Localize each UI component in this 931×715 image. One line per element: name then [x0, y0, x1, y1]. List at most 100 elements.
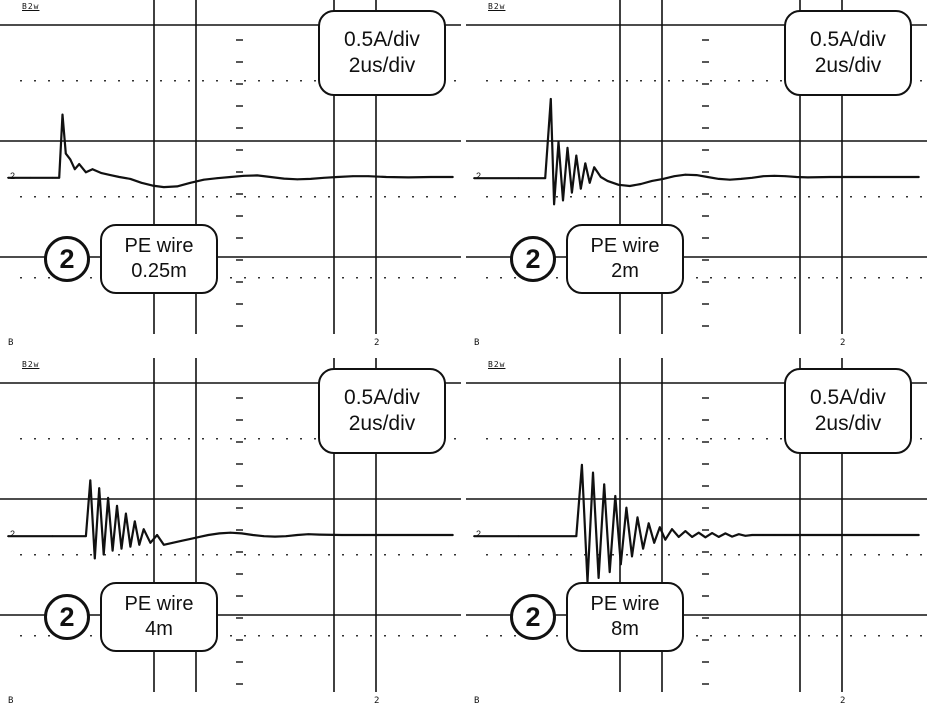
- grid-dot: [738, 80, 740, 82]
- grid-dot: [174, 80, 176, 82]
- grid-dot: [90, 635, 92, 637]
- grid-dot: [62, 80, 64, 82]
- waveform-point: [84, 171, 87, 174]
- waveform-point: [593, 166, 596, 169]
- channel-badge: 2: [44, 236, 90, 282]
- grid-dot: [118, 80, 120, 82]
- grid-dot: [780, 196, 782, 198]
- grid-dot: [668, 554, 670, 556]
- grid-dot: [724, 80, 726, 82]
- grid-dot: [724, 196, 726, 198]
- grid-dot: [286, 438, 288, 440]
- waveform-point: [873, 534, 876, 536]
- grid-dot: [654, 196, 656, 198]
- grid-dot: [454, 196, 456, 198]
- ground-marker: 2: [476, 529, 482, 539]
- grid-dot: [822, 635, 824, 637]
- pe-wire-label: PE wire: [590, 593, 660, 615]
- grid-dot: [780, 438, 782, 440]
- grid-dot: [892, 277, 894, 279]
- waveform-point: [651, 180, 653, 182]
- grid-dot: [216, 196, 218, 198]
- grid-dot: [850, 554, 852, 556]
- top-tag-label: B2w: [22, 360, 40, 369]
- waveform-point: [751, 534, 754, 536]
- waveform-point: [762, 534, 765, 536]
- waveform-point: [61, 113, 64, 116]
- grid-dot: [612, 554, 614, 556]
- grid-dot: [542, 80, 544, 82]
- grid-dot: [514, 196, 516, 198]
- grid-dot: [90, 554, 92, 556]
- grid-dot: [300, 277, 302, 279]
- grid-dot: [570, 80, 572, 82]
- grid-dot: [556, 277, 558, 279]
- waveform-point: [162, 186, 165, 189]
- grid-dot: [584, 196, 586, 198]
- grid-dot: [486, 438, 488, 440]
- waveform-point: [340, 534, 343, 536]
- grid-dot: [174, 438, 176, 440]
- waveform-point: [724, 532, 727, 535]
- channel-badge: 2: [510, 594, 556, 640]
- grid-dot: [314, 80, 316, 82]
- grid-dot: [668, 438, 670, 440]
- grid-dot: [202, 554, 204, 556]
- grid-dot: [454, 80, 456, 82]
- waveform-point: [684, 530, 687, 532]
- waveform-point: [229, 176, 232, 178]
- grid-dot: [216, 80, 218, 82]
- grid-dot: [850, 277, 852, 279]
- grid-dot: [244, 554, 246, 556]
- grid-dot: [500, 438, 502, 440]
- grid-dot: [160, 554, 162, 556]
- current-waveform: [8, 479, 453, 560]
- waveform-point: [407, 534, 410, 536]
- grid-dot: [528, 80, 530, 82]
- grid-dot: [696, 438, 698, 440]
- waveform-point: [603, 483, 606, 486]
- grid-dot: [696, 196, 698, 198]
- grid-dot: [244, 196, 246, 198]
- grid-dot: [808, 196, 810, 198]
- grid-dot: [542, 438, 544, 440]
- grid-dot: [286, 277, 288, 279]
- grid-dot: [626, 438, 628, 440]
- grid-dot: [370, 277, 372, 279]
- grid-dot: [48, 554, 50, 556]
- grid-dot: [514, 80, 516, 82]
- waveform-point: [207, 534, 210, 536]
- grid-dot: [696, 80, 698, 82]
- waveform-point: [262, 535, 265, 538]
- grid-dot: [20, 635, 22, 637]
- grid-dot: [738, 438, 740, 440]
- grid-dot: [738, 196, 740, 198]
- waveform-point: [269, 176, 272, 178]
- grid-dot: [258, 554, 260, 556]
- waveform-point: [517, 535, 520, 538]
- waveform-point: [51, 176, 54, 179]
- grid-dot: [48, 80, 50, 82]
- grid-dot: [328, 196, 330, 198]
- grid-dot: [668, 196, 670, 198]
- waveform-point: [584, 162, 587, 165]
- grid-dot: [710, 554, 712, 556]
- grid-dot: [76, 554, 78, 556]
- grid-dot: [570, 196, 572, 198]
- grid-dot: [104, 80, 106, 82]
- grid-dot: [286, 196, 288, 198]
- grid-dot: [486, 554, 488, 556]
- grid-dot: [426, 277, 428, 279]
- grid-dot: [104, 438, 106, 440]
- waveform-point: [229, 531, 232, 534]
- waveform-point: [684, 173, 687, 176]
- grid-dot: [356, 635, 358, 637]
- grid-dot: [454, 635, 456, 637]
- waveform-point: [129, 545, 132, 548]
- grid-dot: [794, 635, 796, 637]
